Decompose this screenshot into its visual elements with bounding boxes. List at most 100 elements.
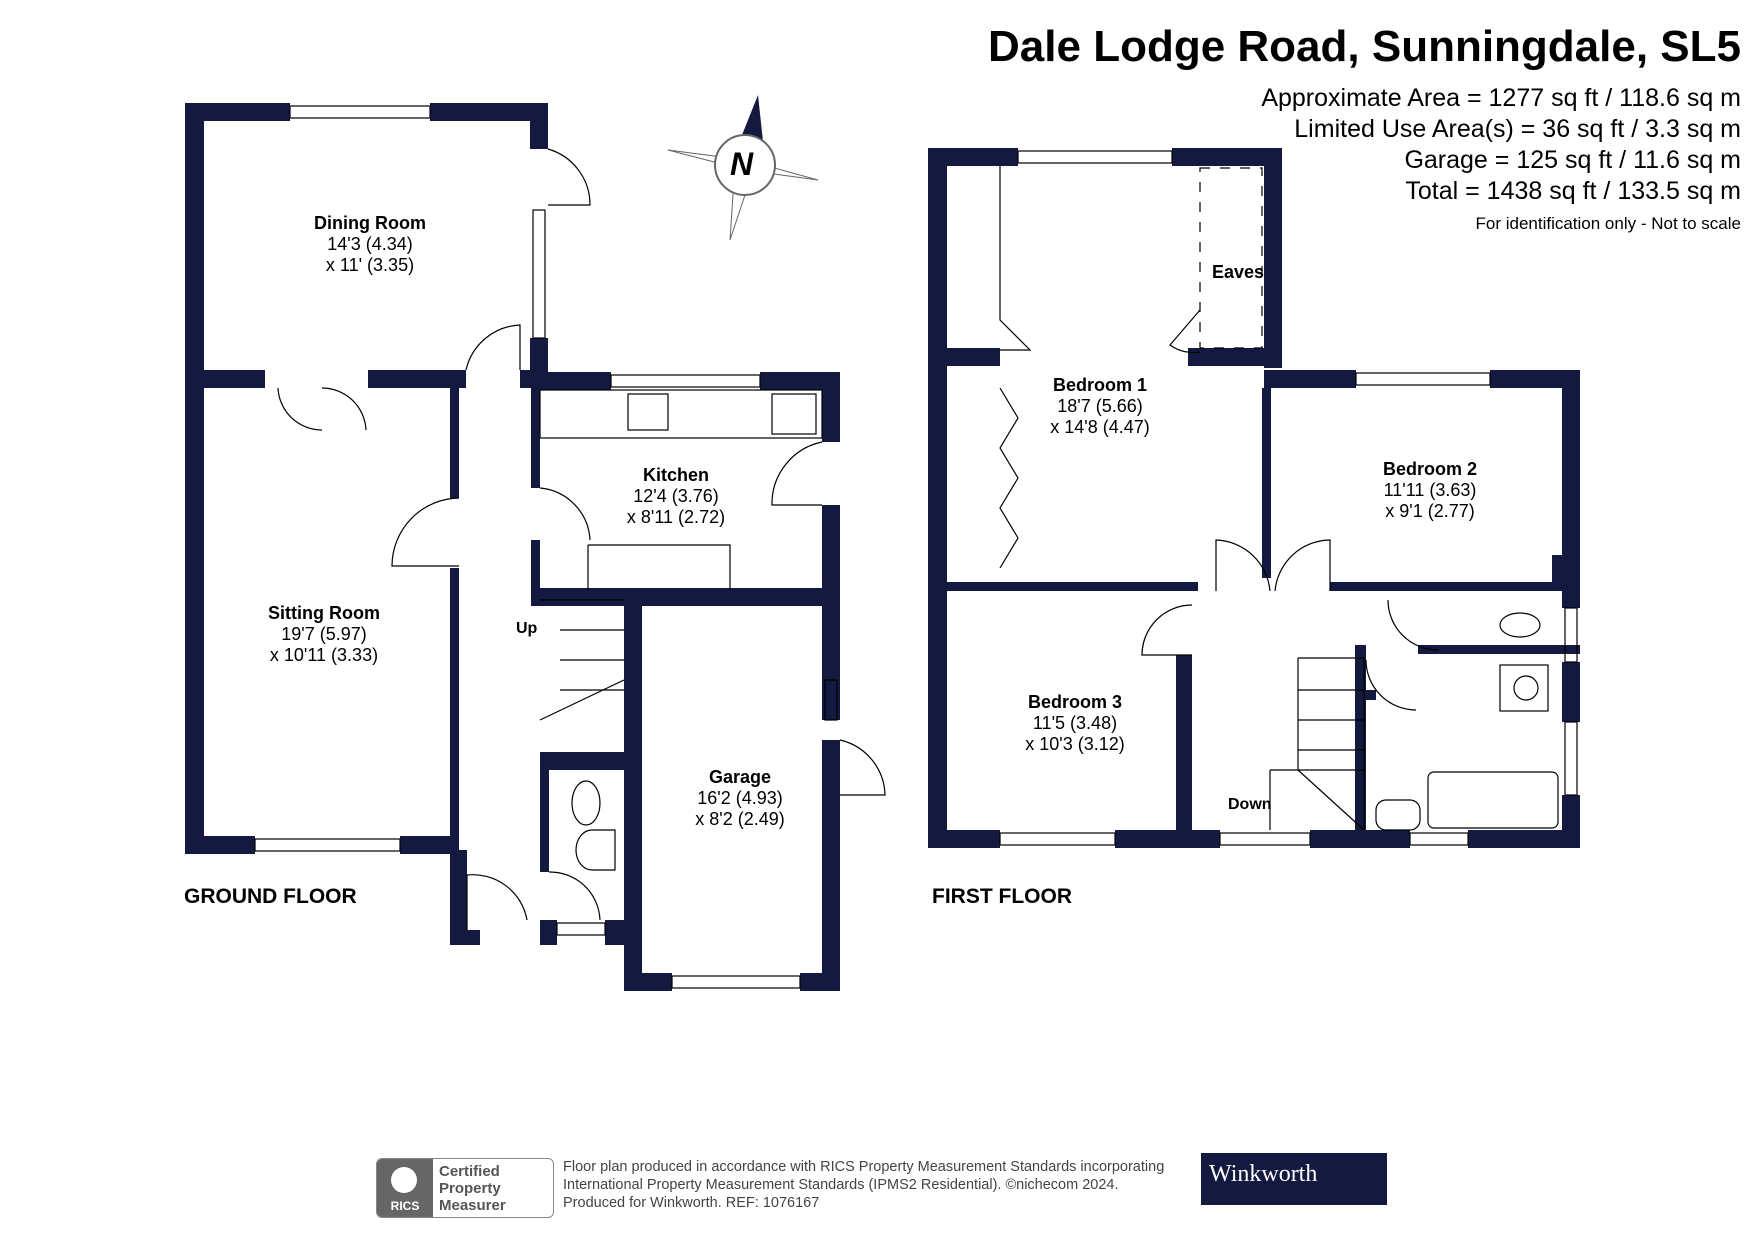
wall-garage-bottom-b (800, 973, 840, 991)
bath-basin (1375, 799, 1421, 831)
stairs-up-label: Up (516, 620, 538, 637)
wall-bed2-top-b (1490, 370, 1580, 388)
room-bed1: Bedroom 1 18'7 (5.66) x 14'8 (4.47) (1040, 375, 1160, 438)
winkworth-logo: Winkworth (1201, 1153, 1387, 1205)
room-bed2-dim1: 11'11 (3.63) (1383, 480, 1477, 500)
door-french (277, 387, 367, 431)
door-wc (548, 871, 601, 921)
door-front (466, 874, 528, 930)
window-bed3 (999, 832, 1116, 846)
room-dining-dim2: x 11' (3.35) (325, 255, 415, 275)
wall-kitchen-right-b (822, 505, 840, 720)
stairs-down-label: Down (1228, 796, 1272, 813)
door-dining-external (547, 148, 591, 206)
room-dining-dim1: 14'3 (4.34) (327, 234, 413, 254)
wall-bed3-right (1176, 655, 1192, 848)
wall-ff-top-b (1172, 148, 1282, 166)
wall-gf-bottom-b (400, 836, 457, 854)
room-bed3-dim2: x 10'3 (3.12) (1025, 734, 1125, 754)
door-kitchen (539, 487, 591, 541)
wall-bath-left (1355, 645, 1366, 848)
room-bed2: Bedroom 2 11'11 (3.63) x 9'1 (2.77) (1365, 459, 1495, 522)
rics-word: RICS (390, 1199, 420, 1213)
door-bed1 (1215, 539, 1271, 592)
wall-gf-hall-left-b (450, 568, 459, 854)
walls (185, 103, 1580, 991)
window-landing (1219, 832, 1311, 846)
wall-wc-bottom-b (605, 920, 642, 945)
wall-bed1-right (1262, 388, 1271, 578)
stairs-first (1269, 657, 1365, 831)
room-kitchen-name: Kitchen (642, 465, 709, 485)
door-garage-side (839, 739, 886, 796)
wall-ff-eaves-right (1264, 148, 1282, 368)
rics-logo: RICS (377, 1159, 433, 1217)
footer-line-3: Produced for Winkworth. REF: 1076167 (563, 1195, 820, 1211)
door-bathroom (1365, 659, 1417, 711)
wall-gf-hall-left-c (450, 850, 467, 945)
room-kitchen-dim1: 12'4 (3.76) (633, 486, 719, 506)
wall-ff-bottom-b (1115, 830, 1220, 848)
first-floor-label: FIRST FLOOR (932, 885, 1072, 908)
eaves-label: Eaves (1212, 262, 1265, 282)
wall-wc-left-b (540, 920, 557, 945)
room-sitting-name: Sitting Room (268, 603, 380, 623)
door-ensuite (1387, 599, 1439, 651)
room-garage-dim1: 16'2 (4.93) (697, 788, 783, 808)
wall-gf-left (185, 103, 204, 854)
door-kitchen-external (771, 441, 823, 506)
room-kitchen-dim2: x 8'11 (2.72) (626, 507, 726, 527)
room-bed2-dim2: x 9'1 (2.77) (1385, 501, 1475, 521)
wall-wc-top (540, 752, 630, 770)
wall-kitchen-left-b (531, 540, 540, 600)
wall-kitchen-top-a (531, 372, 611, 390)
wc-basin (575, 829, 616, 871)
limited-use-area: Limited Use Area(s) = 36 sq ft / 3.3 sq … (1294, 115, 1741, 143)
room-garage-name: Garage (708, 767, 772, 787)
bath-tub (1427, 771, 1559, 829)
wall-bed1-bottom (928, 582, 1198, 591)
wall-wc-left (540, 752, 549, 872)
room-kitchen: Kitchen 12'4 (3.76) x 8'11 (2.72) (616, 465, 736, 528)
room-sitting-dim1: 19'7 (5.97) (281, 624, 367, 644)
wall-ff-left (928, 148, 947, 848)
wall-gf-div-b (368, 370, 466, 388)
room-garage: Garage 16'2 (4.93) x 8'2 (2.49) (680, 767, 800, 830)
brand-name: Winkworth (1209, 1161, 1318, 1187)
wall-ff-eaves-left-bottom (928, 348, 1000, 366)
wall-ff-bottom-d (1468, 830, 1580, 848)
wall-kitchen-left-a (531, 372, 540, 488)
ensuite-toilet (1499, 612, 1541, 638)
wall-ff-eaves-bottom (1188, 348, 1282, 366)
window-garage (671, 975, 801, 989)
kitchen-counter (539, 389, 823, 439)
room-bed3: Bedroom 3 11'5 (3.48) x 10'3 (3.12) (1010, 692, 1140, 755)
door-bed3 (1141, 604, 1193, 656)
stairs-ground (539, 599, 625, 721)
badge-line-3: Measurer (439, 1197, 506, 1214)
compass-letter: N (730, 146, 754, 182)
wall-garage-bottom-a (624, 973, 672, 991)
badge-line-1: Certified (439, 1163, 500, 1180)
wall-store-top (540, 598, 630, 606)
room-dining-name: Dining Room (314, 213, 426, 233)
plan-title: Dale Lodge Road, Sunningdale, SL5 (988, 22, 1741, 71)
wall-bed2-bottom (1330, 582, 1580, 591)
wardrobe-bed1 (999, 387, 1019, 569)
room-garage-dim2: x 8'2 (2.49) (695, 809, 785, 829)
garage-area: Garage = 125 sq ft / 11.6 sq m (1404, 146, 1741, 174)
room-sitting: Sitting Room 19'7 (5.97) x 10'11 (3.33) (254, 603, 394, 666)
ground-floor-label: GROUND FLOOR (184, 885, 357, 908)
wall-gf-hall-left-a (450, 388, 459, 498)
wall-gf-dining-right-low (530, 338, 548, 372)
window-ensuite (1564, 607, 1578, 663)
wall-ff-right-a (1562, 370, 1580, 608)
wall-gf-dining-right-top (530, 103, 548, 149)
wc-toilet (571, 780, 601, 826)
kitchen-island (587, 544, 731, 590)
cupboard-bed1 (999, 166, 1032, 351)
room-dining: Dining Room 14'3 (4.34) x 11' (3.35) (310, 213, 430, 276)
window-dining-side (532, 209, 546, 339)
wall-bath-stub (1366, 690, 1376, 700)
